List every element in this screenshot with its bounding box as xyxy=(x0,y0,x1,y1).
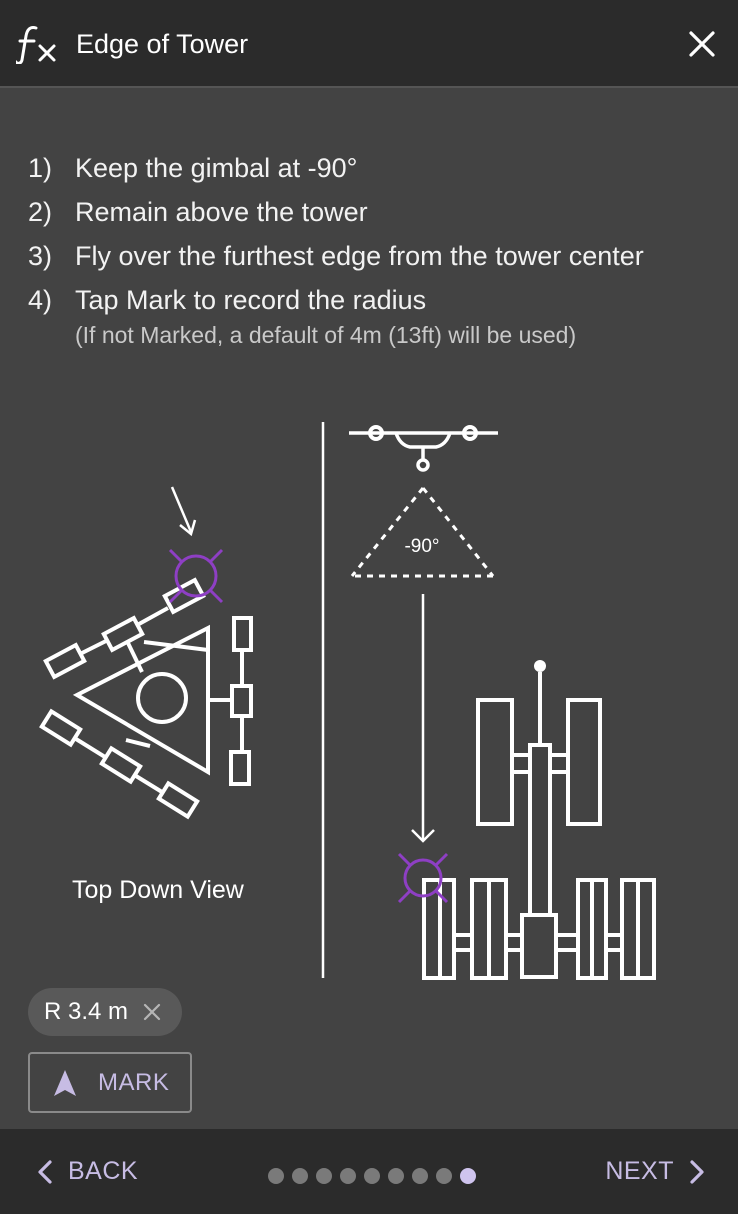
instruction-step: 4) Tap Mark to record the radius xyxy=(28,278,728,322)
target-marker-icon xyxy=(168,548,224,604)
back-button[interactable]: BACK xyxy=(36,1157,138,1186)
step-number: 3) xyxy=(28,240,53,271)
clear-radius-button[interactable] xyxy=(142,1002,162,1022)
step-text: Keep the gimbal at -90° xyxy=(75,152,358,183)
instruction-list: 1) Keep the gimbal at -90° 2) Remain abo… xyxy=(28,146,728,322)
page-dot-active xyxy=(460,1168,476,1184)
page-dot xyxy=(316,1168,332,1184)
back-button-label: BACK xyxy=(68,1157,139,1185)
chevron-right-icon xyxy=(690,1159,704,1184)
mark-button-label: MARK xyxy=(98,1068,170,1096)
page-dot xyxy=(412,1168,428,1184)
footer-nav: BACK NEXT xyxy=(0,1129,738,1214)
step-number: 2) xyxy=(28,196,53,227)
close-icon[interactable] xyxy=(686,28,718,60)
page-indicator xyxy=(268,1168,476,1184)
close-icon[interactable] xyxy=(142,1002,162,1022)
gimbal-angle-label: -90° xyxy=(404,536,439,557)
page-dot xyxy=(436,1168,452,1184)
top-down-view-label: Top Down View xyxy=(72,876,244,904)
chevron-left-icon xyxy=(38,1159,52,1184)
page-dot xyxy=(292,1168,308,1184)
default-radius-note: (If not Marked, a default of 4m (13ft) w… xyxy=(75,322,577,348)
radius-chip: R 3.4 m xyxy=(28,988,182,1036)
descent-arrow xyxy=(411,594,435,843)
target-marker-icon xyxy=(397,852,449,904)
page-dot xyxy=(268,1168,284,1184)
step-number: 1) xyxy=(28,152,53,183)
step-number: 4) xyxy=(28,284,53,315)
instruction-step: 3) Fly over the furthest edge from the t… xyxy=(28,234,728,278)
page-dot xyxy=(340,1168,356,1184)
next-button[interactable]: NEXT xyxy=(605,1157,706,1186)
drone-icon xyxy=(349,425,498,472)
top-down-tower-diagram xyxy=(39,486,253,820)
mark-button[interactable]: MARK xyxy=(28,1052,192,1113)
navigation-arrow-icon xyxy=(52,1068,78,1098)
header-bar: Edge of Tower xyxy=(0,0,738,88)
instruction-step: 1) Keep the gimbal at -90° xyxy=(28,146,728,190)
step-text: Remain above the tower xyxy=(75,196,368,227)
radius-value: R 3.4 m xyxy=(44,998,129,1025)
page-title: Edge of Tower xyxy=(76,29,249,59)
next-button-label: NEXT xyxy=(605,1157,674,1185)
step-text: Tap Mark to record the radius xyxy=(75,284,427,315)
gimbal-angle-cone xyxy=(350,487,495,578)
function-icon xyxy=(16,26,56,64)
tower-illustration: -90° xyxy=(39,422,656,980)
step-text: Fly over the furthest edge from the towe… xyxy=(75,240,644,271)
page-dot xyxy=(364,1168,380,1184)
side-tower-diagram xyxy=(422,660,656,980)
page-dot xyxy=(388,1168,404,1184)
instruction-step: 2) Remain above the tower xyxy=(28,190,728,234)
